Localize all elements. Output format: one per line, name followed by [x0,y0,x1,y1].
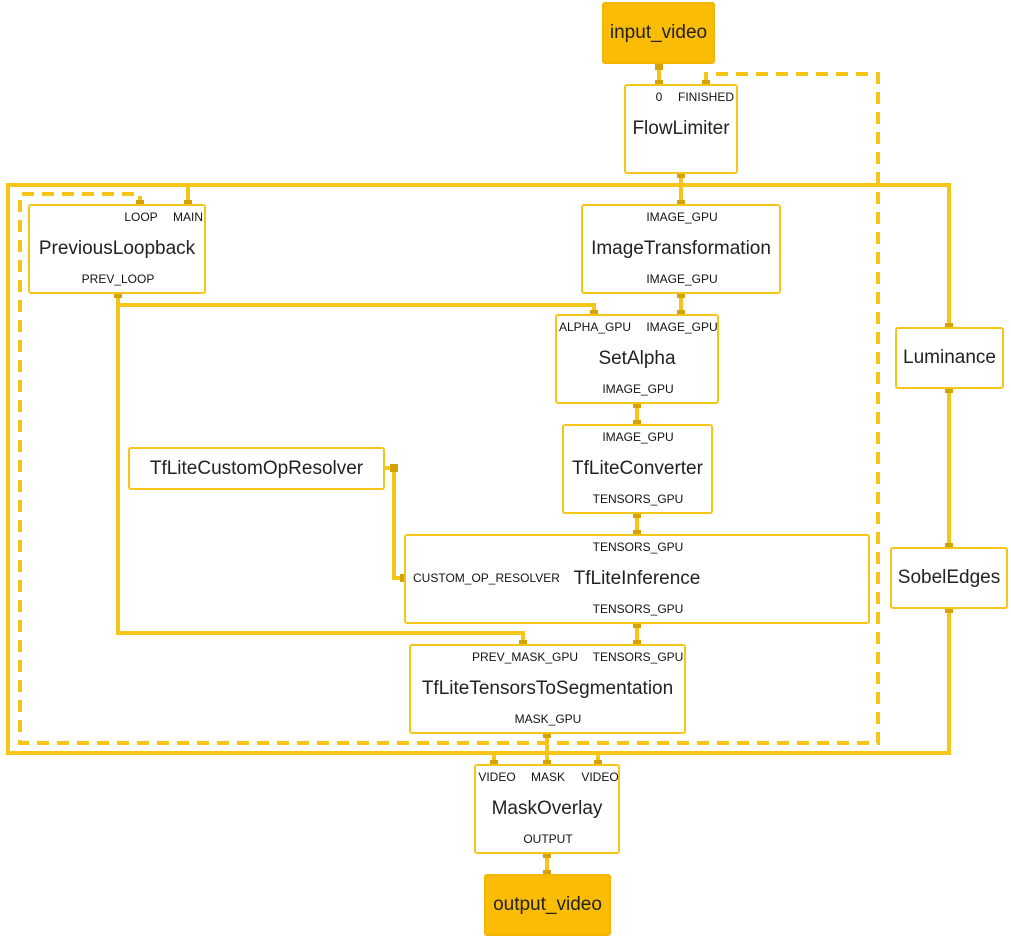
edge-prevloop-to-alpha [116,294,596,314]
node-title: MaskOverlay [491,798,603,819]
port-marker [655,62,663,70]
port-label: TENSORS_GPU [592,492,684,506]
node-output-video[interactable]: output_video [484,874,611,936]
port-label: TENSORS_GPU [592,650,684,664]
node-sobel-edges[interactable]: SobelEdges [890,547,1008,609]
port-label: IMAGE_GPU [646,210,718,224]
node-title: SetAlpha [598,348,676,369]
port-marker [677,290,685,298]
port-label: IMAGE_GPU [602,430,674,444]
port-marker [543,730,551,738]
node-luminance[interactable]: Luminance [895,327,1004,389]
port-marker [945,385,953,393]
edge-prevloop-to-prevmask [116,305,525,644]
node-tflite-custom-op-resolver[interactable]: TfLiteCustomOpResolver [128,447,385,490]
port-label: FINISHED [677,90,735,104]
group-outline-main [6,183,951,755]
port-label: OUTPUT [523,832,573,846]
port-label: IMAGE_GPU [646,320,718,334]
node-image-transformation[interactable]: IMAGE_GPU ImageTransformation IMAGE_GPU [581,204,781,294]
port-marker [945,605,953,613]
port-label: CUSTOM_OP_RESOLVER [413,571,560,585]
node-title: PreviousLoopback [38,238,196,259]
port-label: MAIN [173,210,203,224]
node-title: input_video [609,22,708,43]
port-label: VIDEO [478,770,516,784]
port-label: IMAGE_GPU [602,382,674,396]
node-flow-limiter[interactable]: 0 FINISHED FlowLimiter [624,84,738,174]
node-title: Luminance [903,347,996,368]
port-label: TENSORS_GPU [592,540,684,554]
port-marker [390,464,398,472]
port-label: TENSORS_GPU [592,602,684,616]
port-label: 0 [655,90,663,104]
port-label: ALPHA_GPU [558,320,632,334]
node-title: FlowLimiter [632,118,730,139]
node-title: TfLiteTensorsToSegmentation [421,678,674,699]
port-marker [677,170,685,178]
port-marker [114,290,122,298]
port-label: LOOP [124,210,158,224]
node-title: ImageTransformation [591,238,771,259]
port-label: MASK_GPU [514,712,582,726]
port-label: VIDEO [581,770,619,784]
node-title: SobelEdges [897,567,1001,588]
port-marker [633,400,641,408]
node-mask-overlay[interactable]: VIDEO MASK VIDEO MaskOverlay OUTPUT [474,764,620,854]
port-label: PREV_LOOP [81,272,155,286]
port-marker [633,510,641,518]
node-title: TfLiteCustomOpResolver [149,458,364,479]
node-tflite-inference[interactable]: TENSORS_GPU CUSTOM_OP_RESOLVER TfLiteInf… [404,534,870,624]
port-marker [543,850,551,858]
edge-finished-backedge [18,72,880,745]
node-title: TfLiteInference [573,568,701,589]
node-title: TfLiteConverter [572,458,703,479]
edge-resolver-to-inference [385,466,404,580]
port-label: IMAGE_GPU [646,272,718,286]
node-previous-loopback[interactable]: LOOP MAIN PreviousLoopback PREV_LOOP [28,204,206,294]
port-label: MASK [530,770,566,784]
node-title: output_video [493,894,602,915]
port-marker [633,620,641,628]
port-label: PREV_MASK_GPU [471,650,579,664]
node-tflite-tensors-to-segmentation[interactable]: PREV_MASK_GPU TENSORS_GPU TfLiteTensorsT… [409,644,686,734]
node-input-video[interactable]: input_video [602,2,715,64]
node-set-alpha[interactable]: ALPHA_GPU IMAGE_GPU SetAlpha IMAGE_GPU [555,314,719,404]
node-tflite-converter[interactable]: IMAGE_GPU TfLiteConverter TENSORS_GPU [562,424,713,514]
